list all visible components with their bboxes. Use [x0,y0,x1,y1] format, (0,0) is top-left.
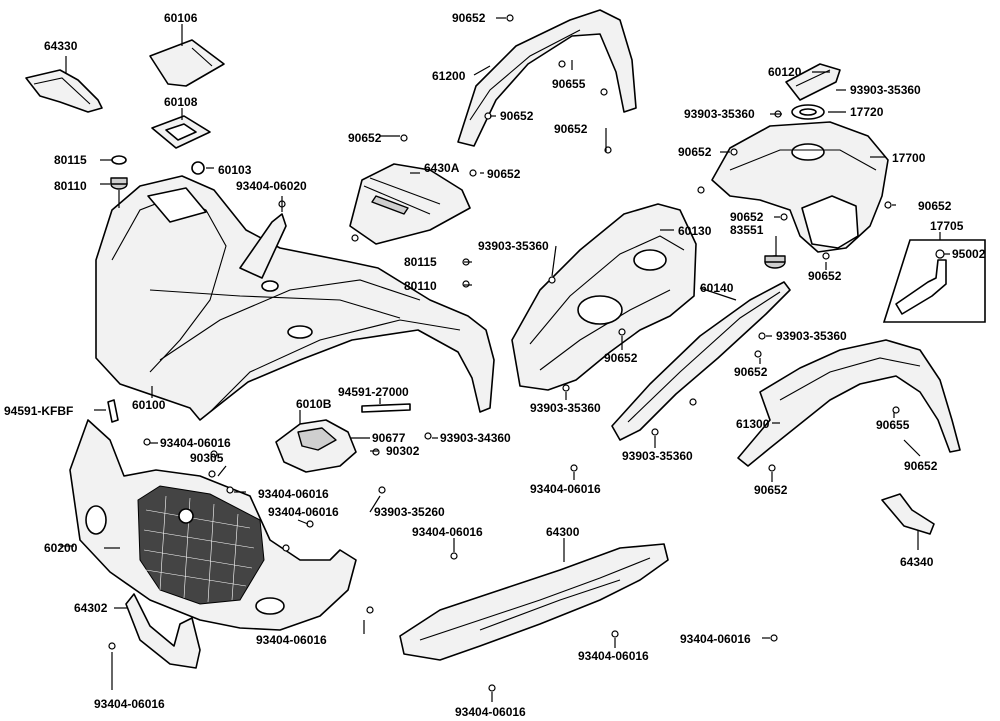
label-61300: 61300 [736,417,770,431]
label-60130: 60130 [678,224,712,238]
part-61200-fender-arc [457,9,637,147]
label-94591-27000: 94591-27000 [338,385,409,399]
part-17720-ring [791,104,825,120]
label-60140: 60140 [700,281,734,295]
label-64340: 64340 [900,555,934,569]
label-93903-35360-c: 93903-35360 [478,239,549,253]
part-6010B-housing [275,419,357,473]
part-64330-bracket [25,69,103,113]
label-60108: 60108 [164,95,198,109]
label-93404-06016-h: 93404-06016 [578,649,649,663]
label-90652-h: 90652 [730,210,764,224]
part-61300-rear-fender [737,339,961,467]
part-60140-side-strip [611,281,791,441]
part-94591-27000-strip [361,403,411,413]
label-90652-d: 90652 [554,122,588,136]
label-93404-06016-i: 93404-06016 [94,697,165,711]
part-60200-front-bumper [69,419,357,631]
label-6010B: 6010B [296,397,332,411]
label-90652-b: 90652 [348,131,382,145]
label-90652-c: 90652 [500,109,534,123]
part-60120-bracket [785,63,841,101]
part-83551-damper [764,255,786,269]
label-90652-top: 90652 [452,11,486,25]
label-90305: 90305 [190,451,224,465]
label-93903-35360-d: 93903-35360 [776,329,847,343]
label-80115-center: 80115 [404,255,437,269]
label-64300: 64300 [546,525,580,539]
part-labels: 64330 60106 60108 80115 80110 60103 9340… [4,11,986,719]
part-60100-front-fender [95,175,495,421]
label-90302: 90302 [386,444,420,458]
label-60100: 60100 [132,398,166,412]
part-60130-side-panel [511,203,697,391]
label-93404-06020: 93404-06020 [236,179,307,193]
label-93404-06016-d: 93404-06016 [530,482,601,496]
label-6430A: 6430A [424,161,460,175]
label-64330: 64330 [44,39,78,53]
label-90655-lower: 90655 [876,418,910,432]
label-90652-j: 90652 [604,351,638,365]
label-90652-k: 90652 [734,365,768,379]
label-60103: 60103 [218,163,252,177]
label-93903-34360: 93903-34360 [440,431,511,445]
label-80110-center: 80110 [404,279,437,293]
label-93404-06016-c: 93404-06016 [268,505,339,519]
label-60120: 60120 [768,65,802,79]
part-6430A-panel [349,163,471,245]
label-93404-06016-f: 93404-06016 [256,633,327,647]
part-94591-KFBF-strip [107,399,119,423]
part-80115-grommet-left [111,155,127,165]
part-64300-floor-plate [399,543,669,661]
fastener-group [108,14,900,692]
part-60106-cover [149,39,225,87]
label-93903-35360-b: 93903-35360 [684,107,755,121]
label-93903-35260: 93903-35260 [374,505,445,519]
label-93903-35360-a: 93903-35360 [850,83,921,97]
label-93404-06016-e: 93404-06016 [412,525,483,539]
label-95002: 95002 [952,247,986,261]
leader-lines [60,17,950,702]
label-93903-35360-e: 93903-35360 [530,401,601,415]
label-64302: 64302 [74,601,108,615]
label-93404-06016-j: 93404-06016 [455,705,526,719]
label-60106: 60106 [164,11,198,25]
label-93404-06016-b: 93404-06016 [258,487,329,501]
label-90652-e: 90652 [487,167,521,181]
label-93404-06016-g: 93404-06016 [680,632,751,646]
label-61200: 61200 [432,69,466,83]
part-64340-bracket [881,493,935,535]
label-17700: 17700 [892,151,926,165]
label-93903-35360-f: 93903-35360 [622,449,693,463]
label-80110-left: 80110 [54,179,87,193]
part-80110-grommet-left [110,177,128,190]
part-60108-gasket [151,115,211,149]
label-90677: 90677 [372,431,406,445]
label-94591-KFBF: 94591-KFBF [4,404,73,418]
label-93404-06016-a: 93404-06016 [160,436,231,450]
label-90652-l: 90652 [904,459,938,473]
label-60200: 60200 [44,541,78,555]
label-90652-g: 90652 [918,199,952,213]
part-17700-fuel-tank [711,121,889,253]
part-60103-clip [191,161,205,175]
label-80115-left: 80115 [54,153,87,167]
label-17705: 17705 [930,219,964,233]
label-83551: 83551 [730,223,764,237]
label-90652-i: 90652 [808,269,842,283]
label-90652-f: 90652 [678,145,712,159]
part-64302-skid-guard [125,593,201,669]
part-17705-hose-box [882,239,986,323]
label-90652-m: 90652 [754,483,788,497]
label-90655-upper: 90655 [552,77,586,91]
part-fender-strut [239,213,287,279]
label-17720: 17720 [850,105,884,119]
